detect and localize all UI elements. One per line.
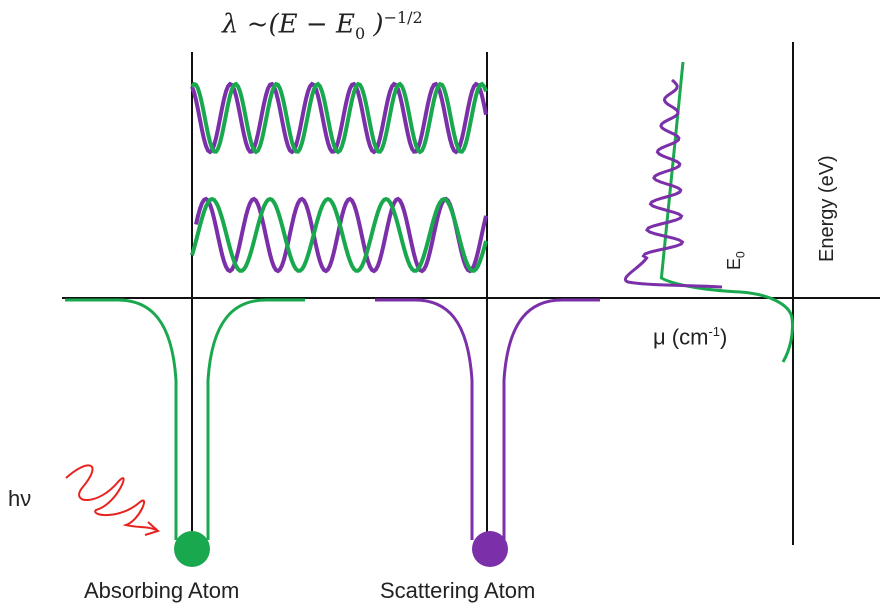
formula-close: ) [365,9,384,40]
photon-squiggle [65,464,157,531]
absorbing-atom-label: Absorbing Atom [84,578,240,603]
scattering-atom-label: Scattering Atom [380,578,536,603]
absorbing-potential-well [65,298,305,540]
scattering-atom [472,531,508,567]
wave-top-purple [190,81,488,155]
mu-exponent: -1 [708,324,721,339]
scattering-potential-well [375,298,600,540]
mu-axis-label: μ (cm-1) [653,324,727,350]
absorption-curve-green [659,61,794,363]
photon-label: hν [8,486,32,511]
wave-bottom-purple [194,196,488,274]
e0-sub: 0 [733,251,748,258]
formula-exponent: −1/2 [383,8,423,27]
wave-top-group [190,81,488,155]
mu-suffix: ) [720,324,728,350]
absorption-curve-purple [624,78,723,289]
e0-main: E [724,257,744,270]
mu-prefix: μ (cm [653,324,709,350]
edge-energy-label: E0 [724,251,748,270]
wave-top-green [190,81,488,155]
absorbing-atom [174,531,210,567]
formula-lambda: λ ~( [222,9,279,40]
photon-arrowhead [144,521,160,536]
energy-axis-label: Energy (eV) [816,155,838,262]
formula-e: E − E [278,9,355,40]
wave-bottom-green [190,196,488,273]
wavelength-formula: λ ~(E − E0 )−1/2 [222,8,423,43]
wave-bottom-group [190,196,488,274]
formula-sub: 0 [354,23,366,43]
